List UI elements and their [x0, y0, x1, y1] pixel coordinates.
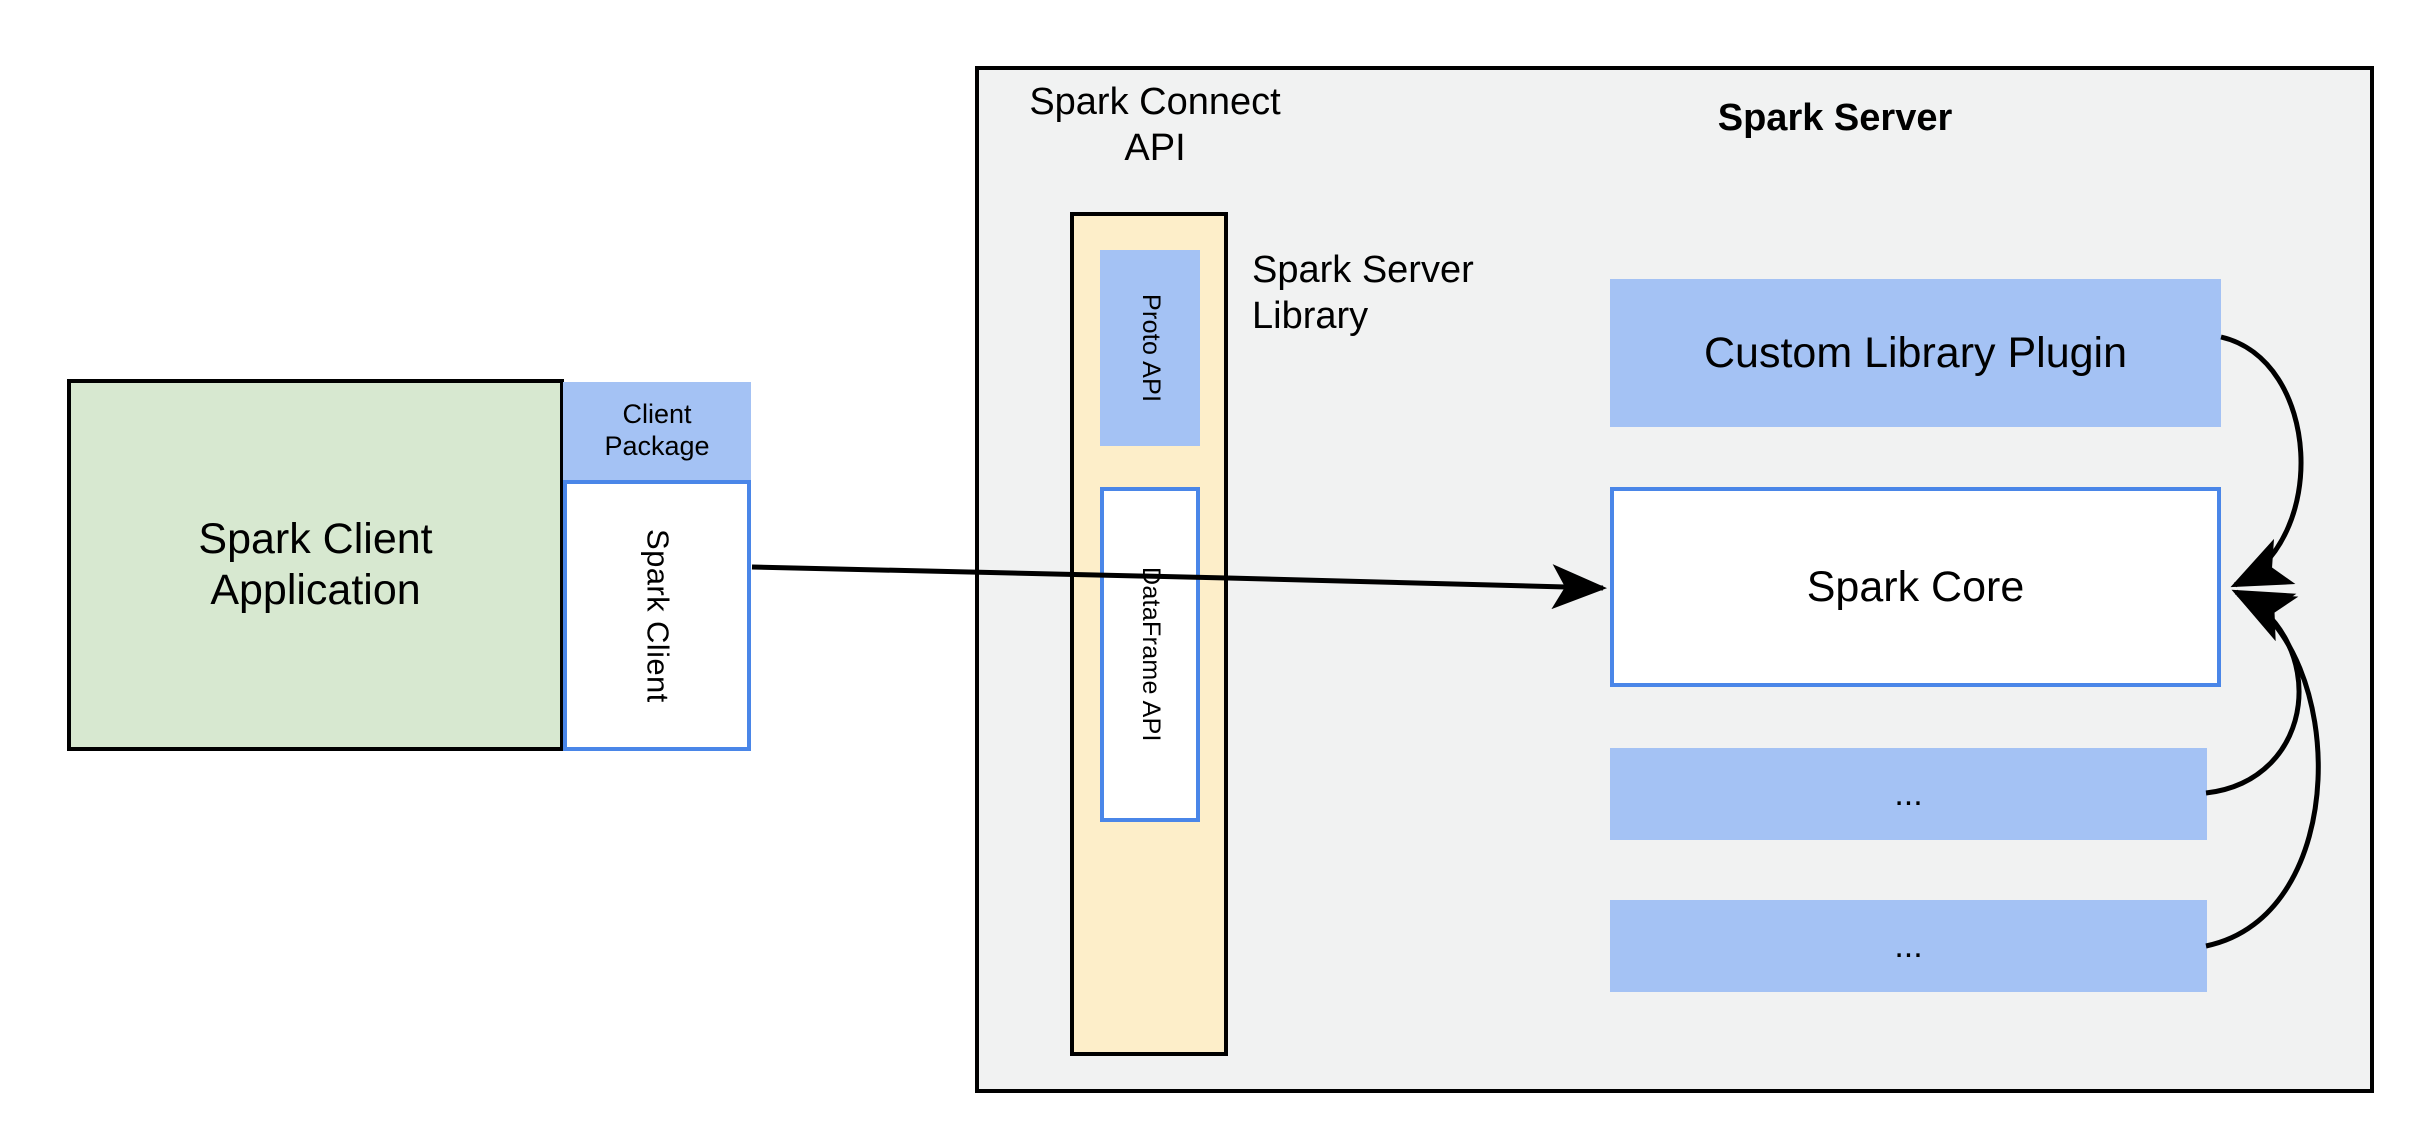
proto-api-label: Proto API [1136, 293, 1165, 403]
spark-server-library-label-line2: Library [1252, 294, 1369, 337]
placeholder-component-box-2[interactable]: ... [1610, 900, 2207, 992]
spark-server-library-label-line1: Spark Server [1252, 249, 1474, 291]
dataframe-api-label: DataFrame API [1136, 567, 1165, 742]
dataframe-api-box[interactable]: DataFrame API [1100, 487, 1200, 822]
spark-client-label: Spark Client [640, 528, 676, 703]
spark-connect-api-label-line1: Spark Connect [1029, 81, 1281, 123]
spark-client-application-label: Spark Client Application [186, 514, 444, 615]
client-package-box[interactable]: Client Package [563, 382, 751, 480]
placeholder-component-label-1: ... [1894, 774, 1923, 813]
client-package-label: Client Package [604, 399, 709, 463]
placeholder-component-label-2: ... [1894, 926, 1923, 965]
spark-connect-api-label-line2: API [1124, 126, 1186, 169]
spark-client-box[interactable]: Spark Client [563, 480, 751, 751]
spark-core-label: Spark Core [1806, 562, 2025, 611]
client-package-label-line2: Package [604, 431, 710, 461]
proto-api-box[interactable]: Proto API [1100, 250, 1200, 446]
client-package-label-line1: Client [622, 399, 692, 430]
spark-server-title: Spark Server [1717, 97, 1953, 139]
spark-server-library-label: Spark Server Library [1252, 248, 1552, 339]
custom-library-plugin-label: Custom Library Plugin [1703, 328, 2127, 377]
spark-client-application-box[interactable]: Spark Client Application [67, 379, 564, 751]
custom-library-plugin-box[interactable]: Custom Library Plugin [1610, 279, 2221, 427]
client-app-label-line2: Application [210, 566, 421, 614]
spark-core-box[interactable]: Spark Core [1610, 487, 2221, 687]
client-app-label-line1: Spark Client [198, 515, 433, 564]
spark-connect-api-label: Spark Connect API [1015, 66, 1295, 171]
placeholder-component-box-1[interactable]: ... [1610, 748, 2207, 840]
